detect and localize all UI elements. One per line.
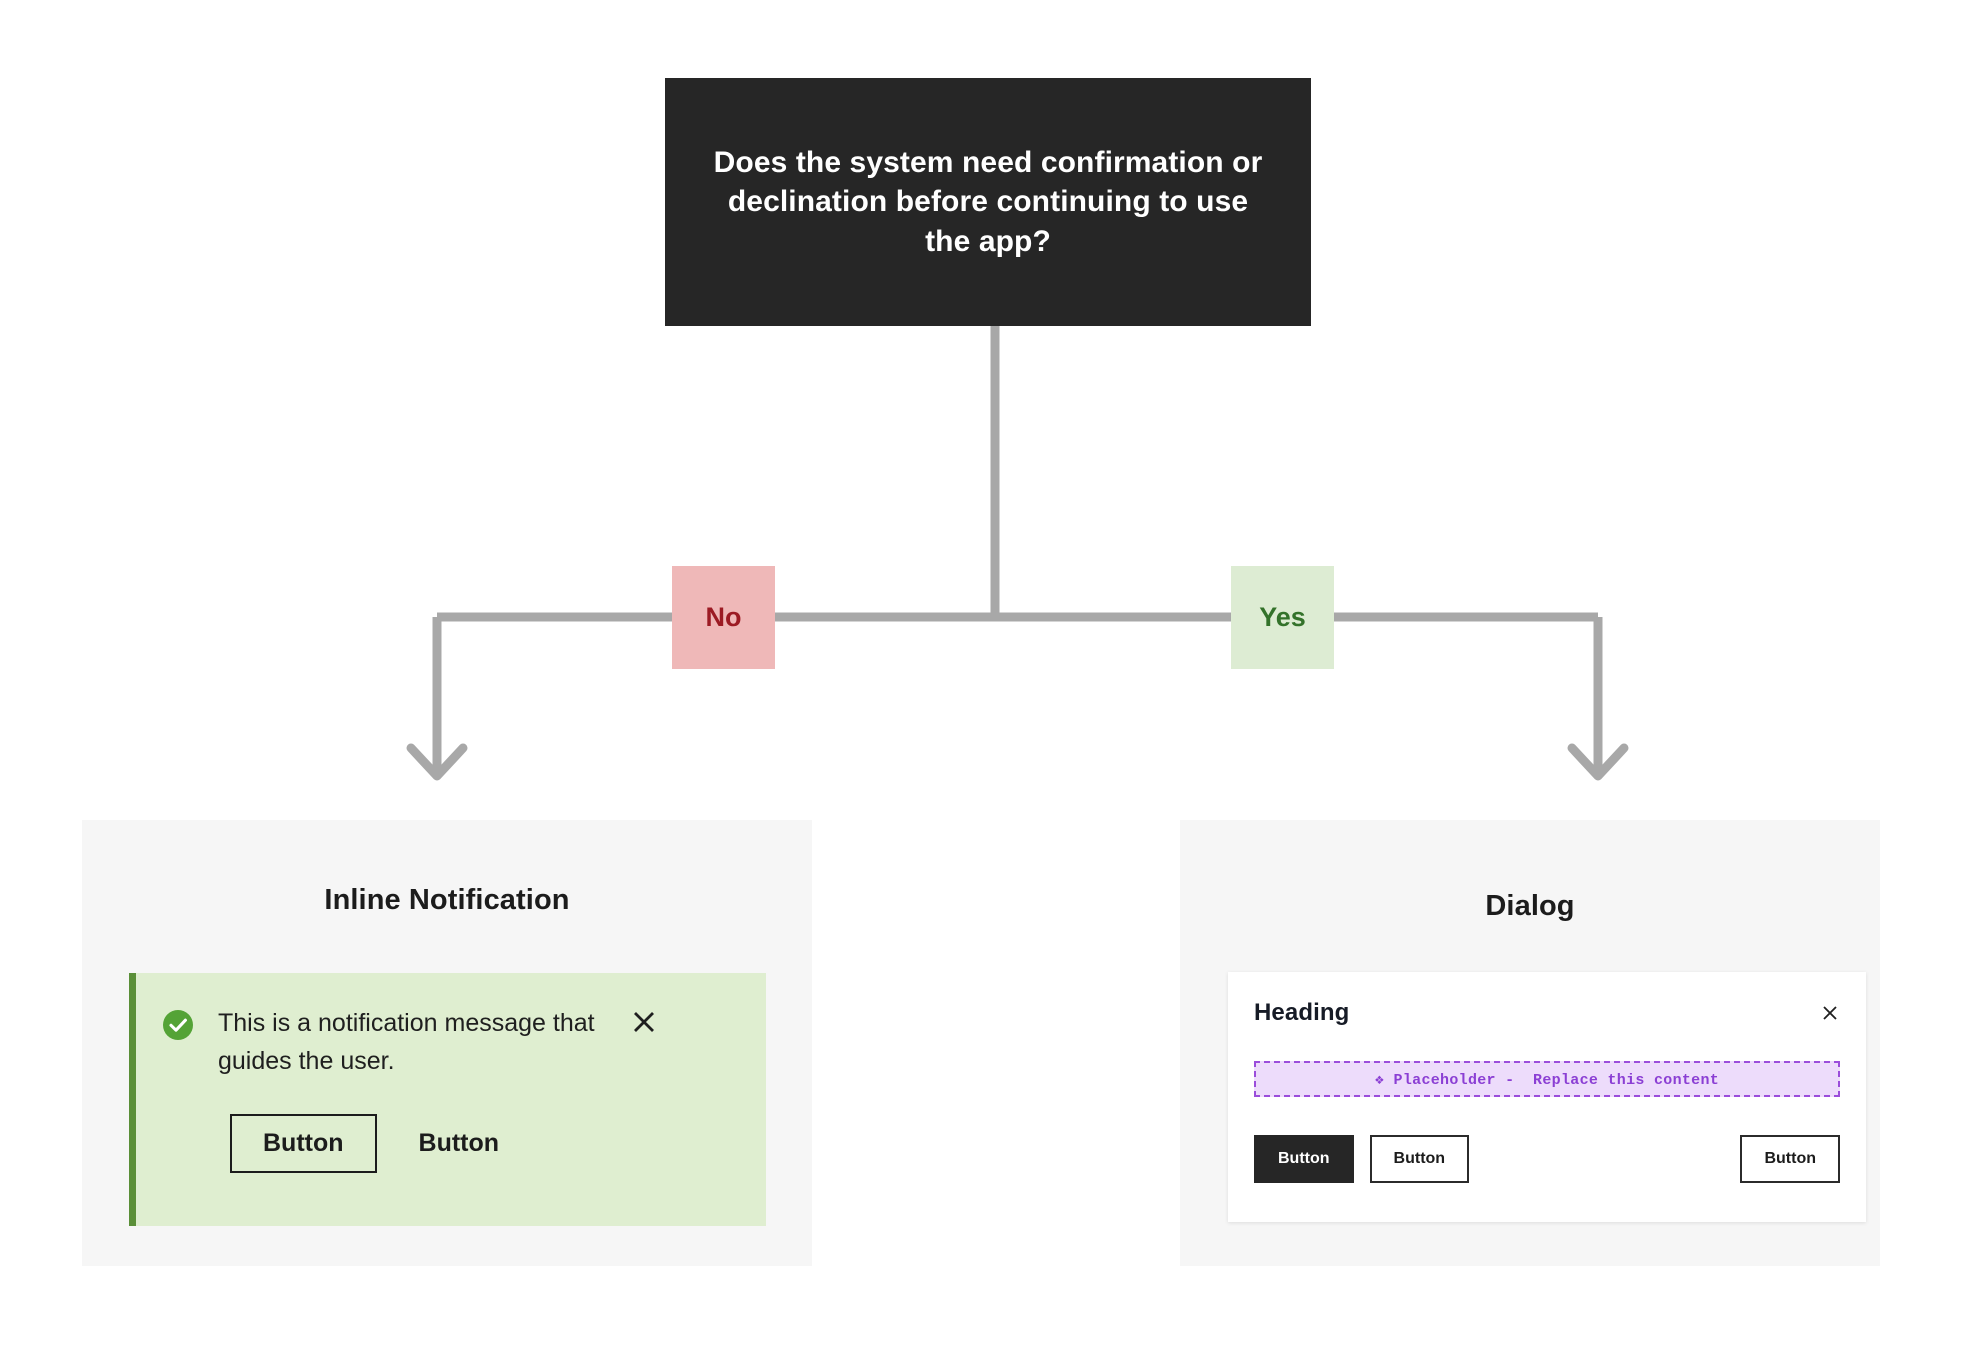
check-circle-icon bbox=[162, 1009, 194, 1046]
placeholder-label: ❖ Placeholder - Replace this content bbox=[1374, 1071, 1720, 1089]
dialog-header: Heading bbox=[1254, 999, 1840, 1027]
inline-notification-panel: Inline Notification This is a notificati… bbox=[82, 820, 812, 1266]
dialog-tertiary-button[interactable]: Button bbox=[1740, 1135, 1840, 1183]
dialog-panel: Dialog Heading ❖ Placeholder - Replace t… bbox=[1180, 820, 1880, 1266]
content-placeholder[interactable]: ❖ Placeholder - Replace this content bbox=[1254, 1061, 1840, 1097]
inline-notification: This is a notification message that guid… bbox=[129, 973, 766, 1226]
notification-actions: Button Button bbox=[136, 1114, 766, 1173]
close-icon[interactable] bbox=[1820, 1003, 1840, 1023]
panel-title-dialog: Dialog bbox=[1485, 890, 1575, 922]
dialog-secondary-button[interactable]: Button bbox=[1369, 1135, 1470, 1183]
decision-question: Does the system need confirmation or dec… bbox=[713, 145, 1263, 258]
branch-label-no: No bbox=[672, 566, 775, 669]
arrowhead-right bbox=[1567, 743, 1629, 781]
panel-title-inline-notification: Inline Notification bbox=[324, 884, 570, 916]
branch-label-yes: Yes bbox=[1231, 566, 1334, 669]
notification-primary-button[interactable]: Button bbox=[230, 1114, 377, 1173]
dialog-actions: Button Button Button bbox=[1254, 1135, 1840, 1183]
close-icon[interactable] bbox=[630, 1008, 658, 1036]
arrowhead-left bbox=[406, 743, 468, 781]
notification-message: This is a notification message that guid… bbox=[218, 1009, 595, 1075]
decision-node: Does the system need confirmation or dec… bbox=[665, 78, 1311, 326]
dialog: Heading ❖ Placeholder - Replace this con… bbox=[1228, 972, 1866, 1222]
dialog-heading: Heading bbox=[1254, 999, 1350, 1026]
dialog-primary-button[interactable]: Button bbox=[1254, 1135, 1354, 1183]
notification-secondary-button[interactable]: Button bbox=[393, 1116, 526, 1171]
